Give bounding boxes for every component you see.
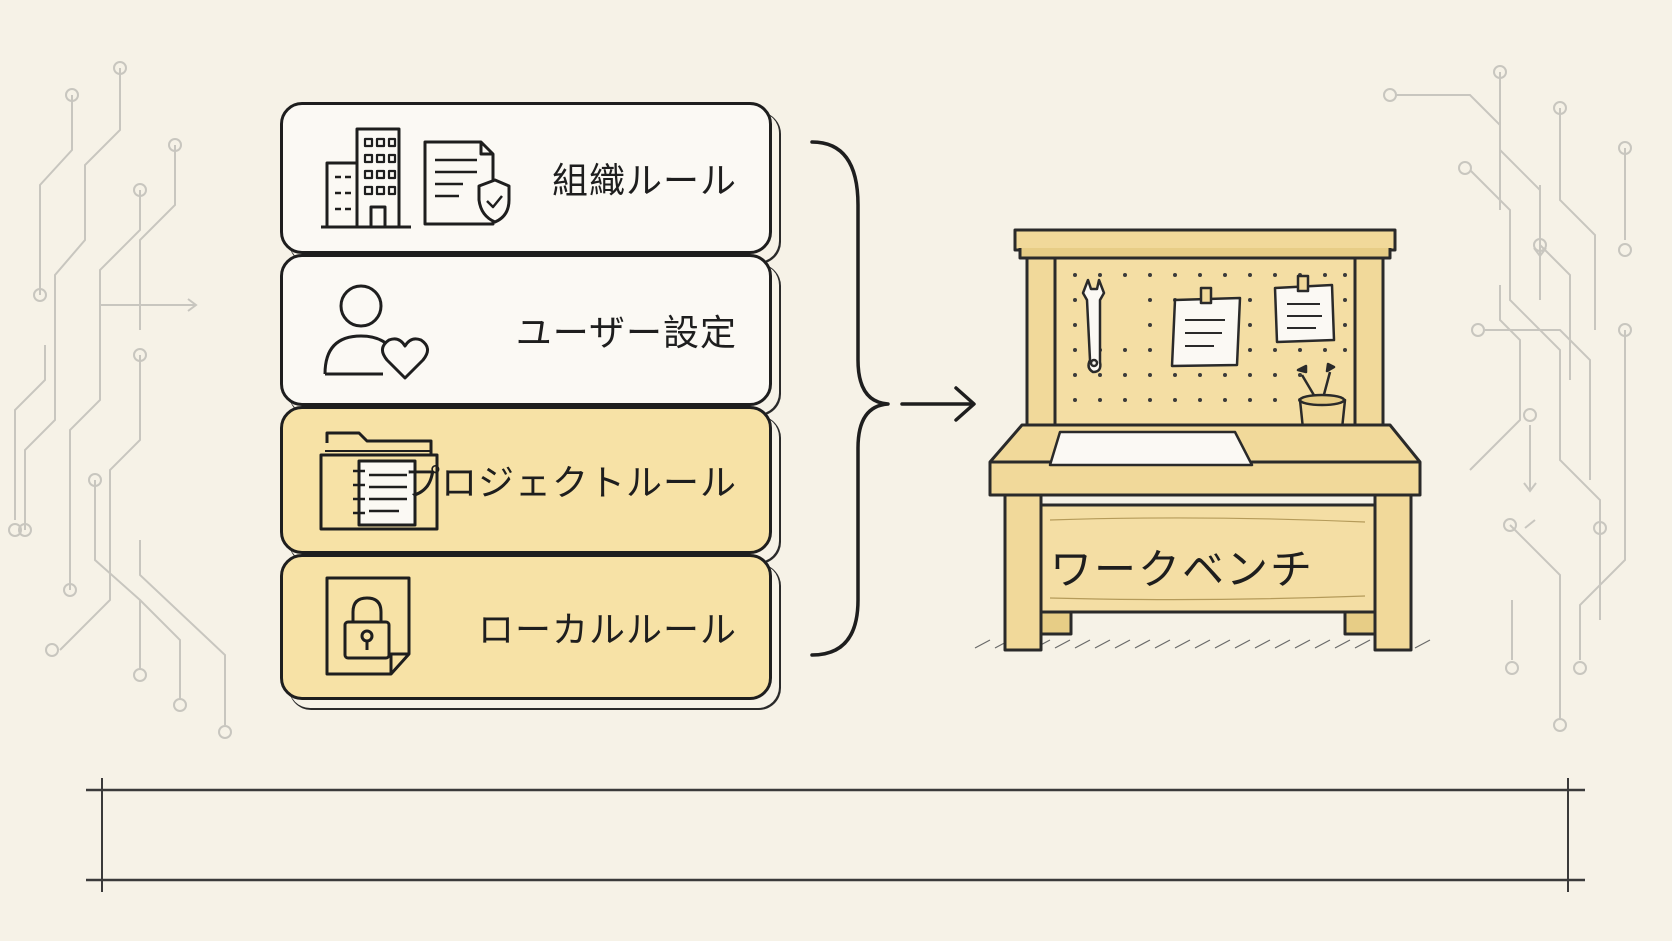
layer-organization-rules: 組織ルール	[280, 102, 772, 254]
layer-local-rules: ローカルルール	[280, 554, 772, 700]
layer-label-organization-rules: 組織ルール	[551, 161, 737, 202]
padlock-document-icon	[325, 576, 411, 676]
layer-label-local-rules: ローカルルール	[477, 610, 737, 651]
workbench-icon	[974, 228, 1431, 652]
policy-document-shield-icon	[423, 140, 511, 226]
rule-layer-stack: 組織ルール ユーザー設定	[280, 102, 772, 707]
layer-user-settings: ユーザー設定	[280, 254, 772, 406]
layer-label-project-rules: プロジェクトルール	[403, 463, 737, 504]
brace-arrow-connector	[810, 140, 976, 657]
workbench-label: ワークベンチ	[1049, 545, 1314, 594]
user-heart-icon	[323, 284, 429, 380]
layer-project-rules: プロジェクトルール	[280, 406, 772, 554]
bottom-empty-bar	[86, 778, 1585, 892]
building-icon	[321, 127, 411, 229]
layer-label-user-settings: ユーザー設定	[515, 313, 737, 354]
folder-notebook-icon	[319, 431, 439, 531]
